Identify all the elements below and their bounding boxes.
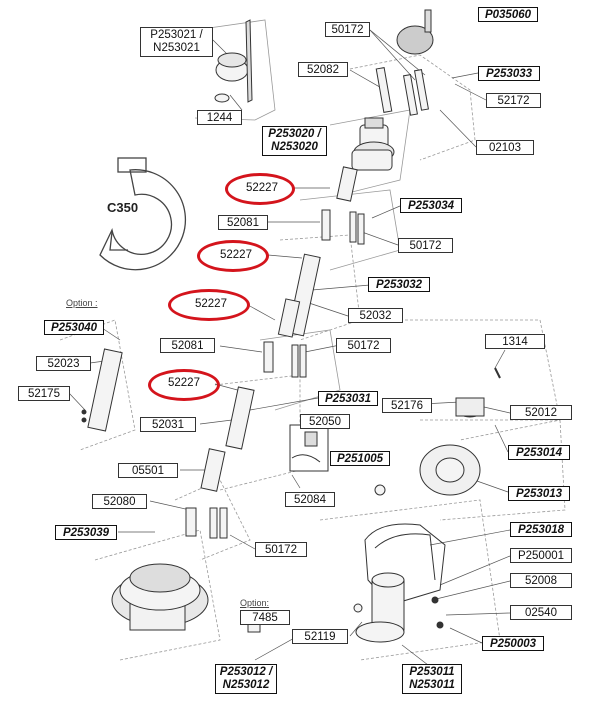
part-label-P253034: P253034: [400, 198, 462, 213]
option-note-left: Option :: [66, 298, 98, 308]
part-label-52008: 52008: [510, 573, 572, 588]
part-label-P253020-N253020: P253020 / N253020: [262, 126, 327, 156]
highlight-ring: [168, 289, 250, 321]
part-label-P253013: P253013: [508, 486, 570, 501]
part-label-05501: 05501: [118, 463, 178, 478]
profile-label-c350: C350: [107, 200, 139, 215]
part-label-P253040: P253040: [44, 320, 104, 335]
part-label-P253018: P253018: [510, 522, 572, 537]
part-label-1244: 1244: [197, 110, 242, 125]
part-label-52031: 52031: [140, 417, 196, 432]
part-label-P253039: P253039: [55, 525, 117, 540]
part-label-P035060: P035060: [478, 7, 538, 22]
part-label-50172: 50172: [255, 542, 307, 557]
part-label-52172: 52172: [486, 93, 541, 108]
highlight-ring: [197, 240, 269, 272]
part-label-52082: 52082: [298, 62, 348, 77]
part-label-52050: 52050: [300, 414, 350, 429]
part-label-P250003: P250003: [482, 636, 544, 651]
part-label-P253032: P253032: [368, 277, 430, 292]
part-label-52081: 52081: [160, 338, 215, 353]
part-label-52080: 52080: [92, 494, 147, 509]
part-label-P253014: P253014: [508, 445, 570, 460]
option-note-bottom: Option:: [240, 598, 270, 608]
part-label-P253021-N253021: P253021 / N253021: [140, 27, 213, 57]
part-label-52012: 52012: [510, 405, 572, 420]
part-label-50172: 50172: [325, 22, 370, 37]
part-label-P253011-N253011: P253011 N253011: [402, 664, 462, 694]
part-label-52081: 52081: [218, 215, 268, 230]
part-label-52119: 52119: [292, 629, 348, 644]
part-label-P250001: P250001: [510, 548, 572, 563]
part-label-52023: 52023: [36, 356, 91, 371]
highlight-ring: [225, 173, 295, 205]
part-label-02540: 02540: [510, 605, 572, 620]
part-label-50172: 50172: [398, 238, 453, 253]
part-label-52032: 52032: [348, 308, 403, 323]
part-label-52175: 52175: [18, 386, 70, 401]
part-label-1314: 1314: [485, 334, 545, 349]
part-label-52176: 52176: [382, 398, 432, 413]
part-label-50172: 50172: [336, 338, 391, 353]
part-label-7485: 7485: [240, 610, 290, 625]
part-label-02103: 02103: [476, 140, 534, 155]
part-label-P253012-N253012: P253012 / N253012: [215, 664, 277, 694]
highlight-ring: [148, 369, 220, 401]
part-label-52084: 52084: [285, 492, 335, 507]
part-label-P253033: P253033: [478, 66, 540, 81]
part-label-P253031: P253031: [318, 391, 378, 406]
part-label-P251005: P251005: [330, 451, 390, 466]
